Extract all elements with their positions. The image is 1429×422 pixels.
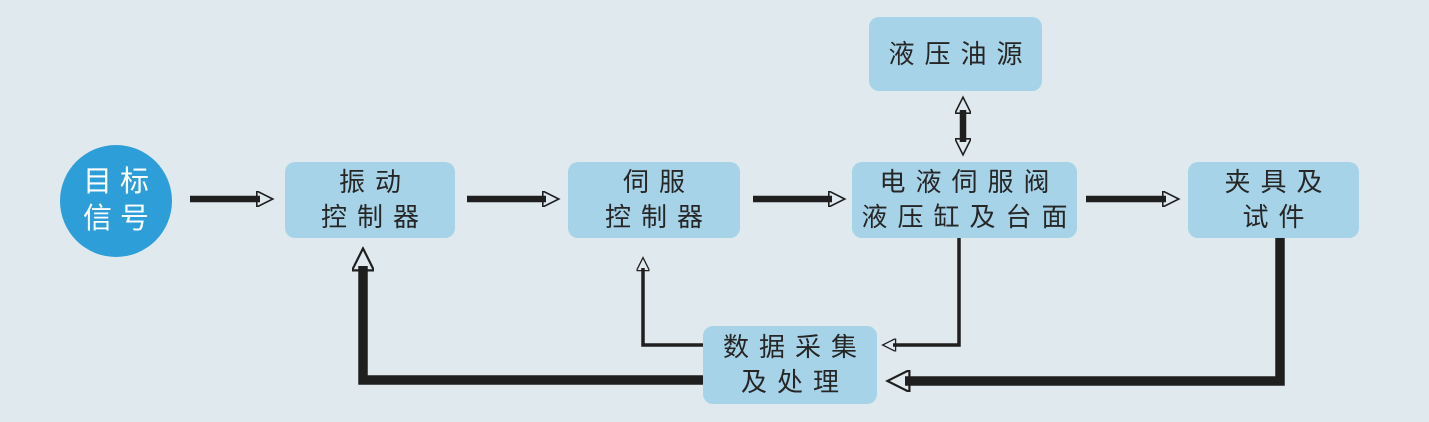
node-label: 控制器 bbox=[604, 202, 713, 232]
node-servo-controller: 伺服 控制器 bbox=[568, 162, 740, 238]
node-fixture-specimen: 夹具及 试件 bbox=[1188, 162, 1359, 238]
arrow-fixture-to-data bbox=[905, 238, 1285, 381]
node-label: 及处理 bbox=[740, 367, 849, 397]
node-label: 控制器 bbox=[320, 202, 429, 232]
node-label: 目标 bbox=[82, 166, 157, 198]
node-label: 伺服 bbox=[622, 167, 695, 197]
node-servo-valve-cylinder-table: 电液伺服阀 液压缸及台面 bbox=[852, 162, 1077, 238]
arrow-data-to-servo bbox=[643, 268, 703, 347]
node-label: 电液伺服阀 bbox=[879, 167, 1060, 197]
node-label: 夹具及 bbox=[1224, 167, 1333, 197]
arrow-valve-to-data bbox=[893, 238, 961, 345]
node-vibration-controller: 振动 控制器 bbox=[285, 162, 455, 238]
node-data-acquisition: 数据采集 及处理 bbox=[703, 326, 877, 404]
node-label: 振动 bbox=[338, 167, 411, 197]
node-hydraulic-oil-source: 液压油源 bbox=[869, 17, 1042, 91]
node-label: 液压油源 bbox=[888, 38, 1033, 69]
node-label: 数据采集 bbox=[722, 332, 867, 362]
node-label: 液压缸及台面 bbox=[861, 202, 1078, 232]
node-target-signal: 目标 信号 bbox=[60, 145, 172, 257]
node-label: 信号 bbox=[82, 203, 157, 235]
node-label: 试件 bbox=[1242, 202, 1315, 232]
arrow-data-to-vibration bbox=[363, 266, 703, 385]
